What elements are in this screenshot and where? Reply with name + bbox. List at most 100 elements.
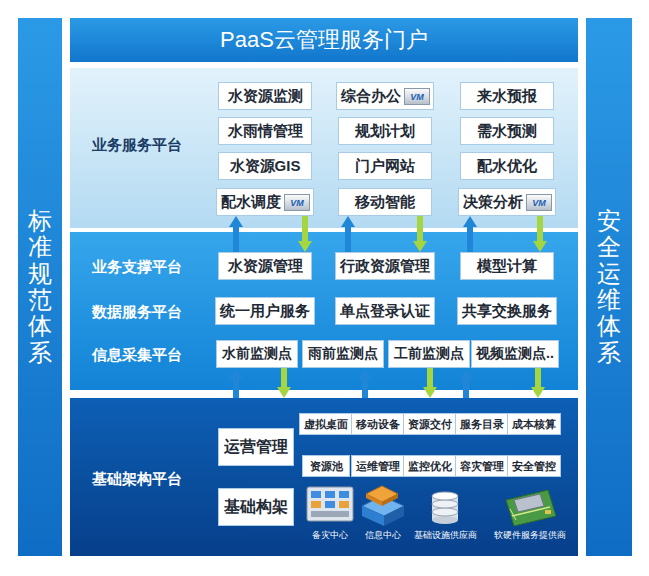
flow-arrow xyxy=(463,378,469,398)
panel-label: 基础架构平台 xyxy=(92,470,182,489)
node-label: 来水预报 xyxy=(477,87,537,106)
service-chip: 服务目录 xyxy=(455,413,509,435)
node-label: 容灾管理 xyxy=(460,459,504,474)
title-bar: PaaS云管理服务门户 xyxy=(70,18,578,62)
module-box: 配水调度VM xyxy=(216,188,314,216)
node-label: 运营管理 xyxy=(224,437,288,458)
module-box: 雨前监测点 xyxy=(302,340,384,368)
service-chip: 移动设备 xyxy=(351,413,405,435)
module-box: 综合办公VM xyxy=(336,82,434,110)
icon-caption: 信息中心 xyxy=(365,529,401,542)
module-box: 水前监测点 xyxy=(216,340,298,368)
panel-background xyxy=(70,398,578,556)
database-icon xyxy=(432,492,458,524)
icon-caption: 基础设施供应商 xyxy=(414,529,477,542)
panel-label: 业务支撑平台 xyxy=(92,258,182,277)
node-label: 雨前监测点 xyxy=(308,345,378,363)
service-chip: 监控优化 xyxy=(403,455,457,477)
panel-background xyxy=(70,68,578,228)
data-center-icon xyxy=(362,486,404,526)
node-label: 单点登录认证 xyxy=(340,302,430,321)
module-box: 基础构架 xyxy=(218,488,294,526)
flow-arrow xyxy=(417,216,423,242)
node-label: 配水优化 xyxy=(477,157,537,176)
service-chip: 成本核算 xyxy=(507,413,561,435)
flow-arrow xyxy=(281,368,287,388)
module-box: 门户网站 xyxy=(338,152,432,180)
node-label: 资源交付 xyxy=(408,417,452,432)
flow-arrow xyxy=(467,226,473,252)
flow-arrow xyxy=(233,226,239,252)
node-label: 共享交换服务 xyxy=(462,302,552,321)
module-box: 共享交换服务 xyxy=(457,297,557,325)
infrastructure-icons xyxy=(307,486,556,526)
hardware-board-icon xyxy=(506,490,556,526)
node-label: 资源池 xyxy=(310,459,343,474)
flow-arrow xyxy=(345,226,351,252)
platform-panel: 水资源监测综合办公VM来水预报水雨情管理规划计划需水预测水资源GIS门户网站配水… xyxy=(70,68,578,228)
node-label: 安全运维体系 xyxy=(597,208,621,366)
module-box: 来水预报 xyxy=(460,82,554,110)
module-box: 视频监测点.. xyxy=(471,340,559,368)
flow-arrow xyxy=(427,368,433,388)
node-label: PaaS云管理服务门户 xyxy=(220,25,428,55)
vm-badge: VM xyxy=(526,194,552,211)
module-box: 单点登录认证 xyxy=(335,297,435,325)
service-chip: 容灾管理 xyxy=(455,455,509,477)
service-chip: 运维管理 xyxy=(351,455,405,477)
flow-arrow xyxy=(362,378,368,398)
module-box: 工前监测点 xyxy=(388,340,470,368)
node-label: 监控优化 xyxy=(408,459,452,474)
node-label: 行政资源管理 xyxy=(340,257,430,276)
flow-arrow xyxy=(535,368,541,388)
node-label: 水资源GIS xyxy=(230,157,301,176)
node-label: 服务目录 xyxy=(460,417,504,432)
module-box: 行政资源管理 xyxy=(335,252,435,280)
node-label: 移动设备 xyxy=(356,417,400,432)
vm-badge: VM xyxy=(284,194,310,211)
node-label: 水资源管理 xyxy=(228,257,303,276)
icon-caption: 软硬件服务提供商 xyxy=(494,529,566,542)
panel-background xyxy=(70,232,578,390)
platform-panel: 水资源管理 行政资源管理 模型计算统一用户服务 单点登录认证 共享交换服务水前监测点雨前… xyxy=(70,232,578,390)
node-label: 移动智能 xyxy=(355,193,415,212)
flow-arrow xyxy=(302,216,308,242)
module-box: 移动智能 xyxy=(338,188,432,216)
module-box: 规划计划 xyxy=(338,117,432,145)
node-label: 基础构架 xyxy=(224,497,288,518)
service-chip: 虚拟桌面 xyxy=(299,413,353,435)
panel-label: 数据服务平台 xyxy=(92,303,182,322)
node-label: 运维管理 xyxy=(356,459,400,474)
node-label: 模型计算 xyxy=(477,257,537,276)
module-box: 需水预测 xyxy=(460,117,554,145)
module-box: 水资源监测 xyxy=(218,82,312,110)
vm-badge: VM xyxy=(404,88,430,105)
module-box: 水资源管理 xyxy=(218,252,312,280)
module-box: 统一用户服务 xyxy=(215,297,315,325)
module-box: 配水优化 xyxy=(460,152,554,180)
node-label: 需水预测 xyxy=(477,122,537,141)
node-label: 水雨情管理 xyxy=(228,122,303,141)
flow-arrow xyxy=(233,378,239,398)
module-box: 水资源GIS xyxy=(218,152,312,180)
service-chip: 资源交付 xyxy=(403,413,457,435)
panel-label: 信息采集平台 xyxy=(92,346,182,365)
node-label: 虚拟桌面 xyxy=(304,417,348,432)
node-label: 规划计划 xyxy=(355,122,415,141)
module-box: 模型计算 xyxy=(460,252,554,280)
icon-caption: 备灾中心 xyxy=(312,529,348,542)
side-bar: 标准规范体系 xyxy=(18,18,62,556)
backup-center-icon xyxy=(307,487,353,521)
module-box: 决策分析VM xyxy=(458,188,556,216)
module-box: 水雨情管理 xyxy=(218,117,312,145)
service-chip: 资源池 xyxy=(302,455,350,477)
flow-arrow xyxy=(537,216,543,242)
node-label: 统一用户服务 xyxy=(220,302,310,321)
node-label: 标准规范体系 xyxy=(28,208,52,366)
node-label: 水前监测点 xyxy=(222,345,292,363)
side-bar: 安全运维体系 xyxy=(586,18,632,556)
node-label: 安全管控 xyxy=(512,459,556,474)
panel-layer xyxy=(70,68,578,556)
node-label: 工前监测点 xyxy=(394,345,464,363)
